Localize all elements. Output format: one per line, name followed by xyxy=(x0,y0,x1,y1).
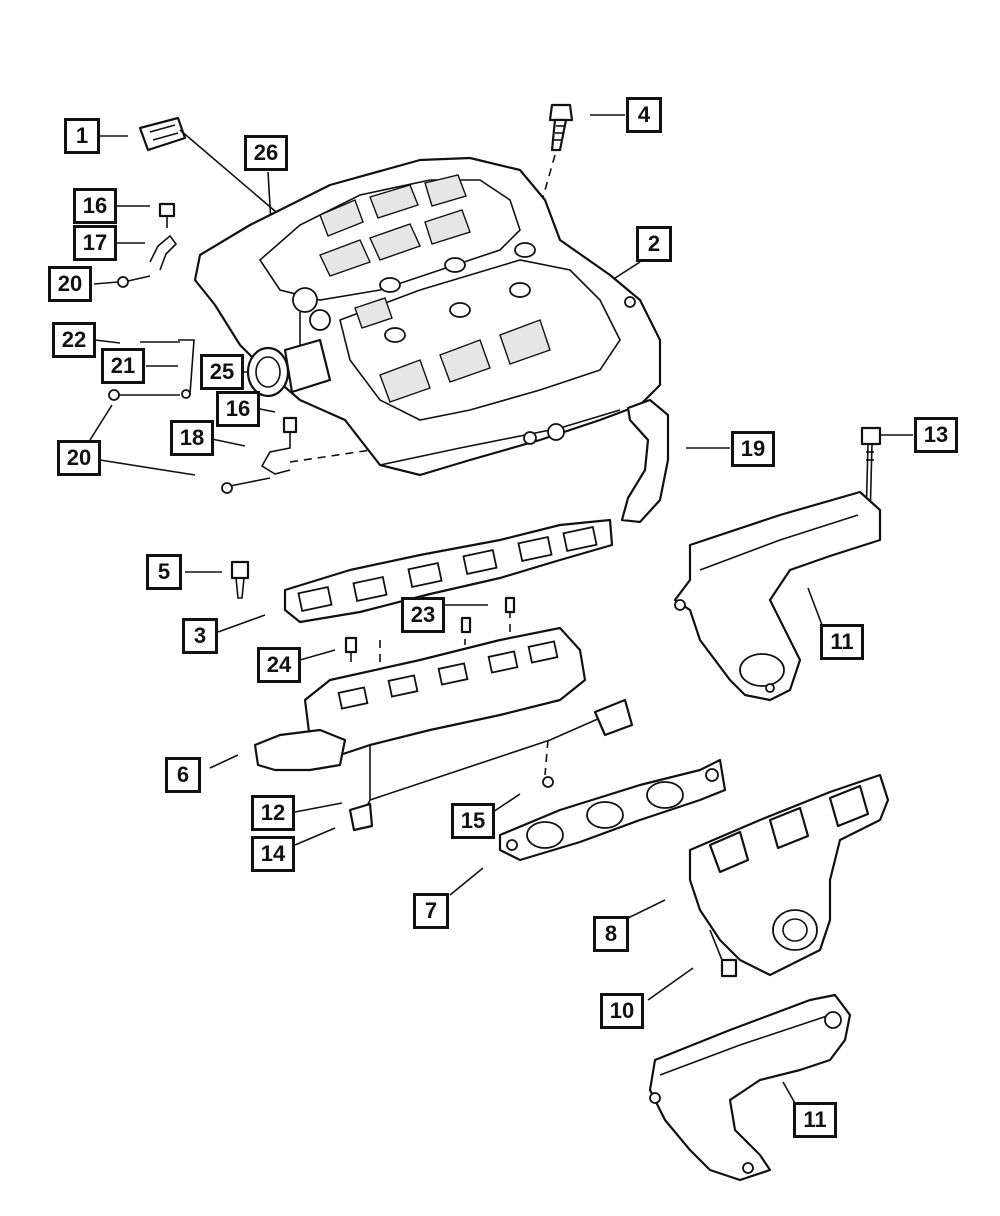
sensor-bracket-hardware-part xyxy=(117,202,178,288)
callout-25: 25 xyxy=(200,354,244,390)
callout-3: 3 xyxy=(182,618,218,654)
callout-11-upper: 11 xyxy=(820,624,864,660)
vacuum-hose-part xyxy=(221,416,298,494)
callout-11-lower: 11 xyxy=(793,1102,837,1138)
callout-26: 26 xyxy=(244,135,288,171)
support-rod-part xyxy=(108,339,195,401)
callout-16-upper: 16 xyxy=(73,188,117,224)
upper-intake-manifold-part xyxy=(193,156,662,477)
callout-24: 24 xyxy=(257,647,301,683)
upper-manifold-gasket-part xyxy=(283,518,614,624)
callout-2: 2 xyxy=(636,226,672,262)
callout-12: 12 xyxy=(251,795,295,831)
callout-22: 22 xyxy=(52,322,96,358)
upper-manifold-bolt-part xyxy=(548,103,574,152)
callout-21: 21 xyxy=(101,348,145,384)
callout-15: 15 xyxy=(451,803,495,839)
callout-10: 10 xyxy=(600,993,644,1029)
callout-13: 13 xyxy=(914,417,958,453)
upper-heat-shield-part xyxy=(673,490,882,702)
callout-6: 6 xyxy=(165,757,201,793)
callout-23: 23 xyxy=(401,597,445,633)
manifold-studs-part xyxy=(344,596,516,662)
throttle-body-sensor-part xyxy=(292,287,331,345)
manifold-support-bracket-part xyxy=(620,398,670,524)
lower-heat-shield-part xyxy=(648,993,852,1182)
callout-5: 5 xyxy=(146,554,182,590)
callout-14: 14 xyxy=(251,836,295,872)
lower-intake-manifold-part xyxy=(253,626,634,832)
callout-7: 7 xyxy=(413,893,449,929)
callout-20-lower: 20 xyxy=(57,440,101,476)
lower-manifold-bolt-part xyxy=(230,560,250,599)
exhaust-manifold-gasket-part xyxy=(498,758,727,862)
throttle-body-part xyxy=(246,338,332,398)
exhaust-manifold-part xyxy=(688,773,890,978)
callout-8: 8 xyxy=(593,916,629,952)
callout-17: 17 xyxy=(73,225,117,261)
callout-19: 19 xyxy=(731,431,775,467)
callout-1: 1 xyxy=(64,118,100,154)
callout-4: 4 xyxy=(626,97,662,133)
callout-16-lower: 16 xyxy=(216,391,260,427)
callout-20-upper: 20 xyxy=(48,266,92,302)
callout-18: 18 xyxy=(170,420,214,456)
